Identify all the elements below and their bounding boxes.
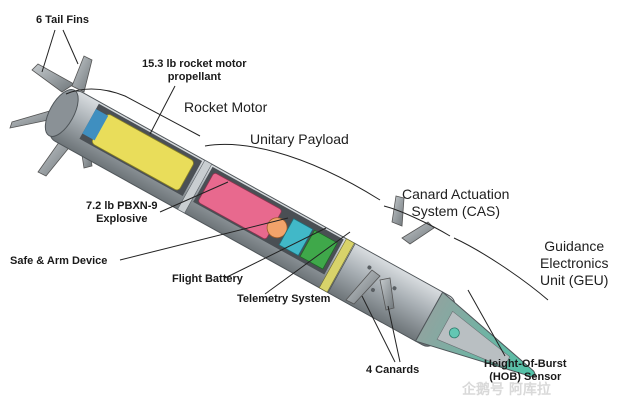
segment-band-1 — [177, 159, 213, 214]
leader-hob — [467, 289, 506, 357]
label-canards: 4 Canards — [366, 364, 420, 376]
label-rocket-motor: Rocket Motor — [184, 99, 268, 115]
leader-safe-arm — [119, 217, 289, 261]
leader-explosive — [159, 181, 229, 213]
tail-cap — [44, 88, 79, 137]
label-propellant: 15.3 lb rocket motor propellant — [142, 58, 247, 84]
motor-nozzle — [82, 109, 109, 141]
flight-battery — [278, 218, 314, 257]
bracket-rocket-motor — [65, 88, 201, 137]
bracket-unitary-payload — [204, 143, 381, 201]
cas-rivet-1 — [367, 265, 372, 270]
geu-cutaway — [436, 310, 511, 368]
label-unitary-payload: Unitary Payload — [250, 131, 349, 147]
cas-rivet-2 — [370, 288, 375, 293]
leader-telemetry — [264, 231, 351, 295]
leader-tail-fins-b — [62, 29, 79, 65]
canard-lower-left — [345, 269, 381, 305]
leader-flight-battery — [224, 227, 327, 279]
leader-tail-fins-a — [41, 29, 56, 73]
leader-canards-b — [387, 305, 401, 363]
label-safe-arm: Safe & Arm Device — [10, 255, 108, 267]
cas-rivet-3 — [392, 286, 397, 291]
bracket-geu — [453, 237, 549, 301]
label-telemetry: Telemetry System — [237, 293, 331, 305]
hob-sensor — [448, 327, 460, 339]
label-flight-battery: Flight Battery — [172, 273, 243, 285]
label-geu: Guidance Electronics Unit (GEU) — [540, 238, 609, 288]
leader-propellant — [149, 85, 176, 135]
tail-fin-upper-left — [31, 63, 75, 93]
canard-lower — [379, 277, 395, 311]
telemetry-system — [299, 229, 338, 270]
bracket-cas — [383, 205, 451, 237]
segment-band-2 — [318, 238, 355, 293]
canard-right — [401, 221, 435, 245]
label-cas: Canard Actuation System (CAS) — [402, 186, 510, 219]
tail-fin-upper-right — [71, 55, 93, 93]
leader-canards-a — [361, 295, 396, 363]
label-explosive: 7.2 lb PBXN-9 Explosive — [86, 200, 158, 226]
label-hob: Height-Of-Burst (HOB) Sensor — [484, 358, 567, 384]
watermark: 企鹅号 阿库拉 — [462, 382, 551, 398]
label-tail-fins: 6 Tail Fins — [36, 14, 89, 26]
